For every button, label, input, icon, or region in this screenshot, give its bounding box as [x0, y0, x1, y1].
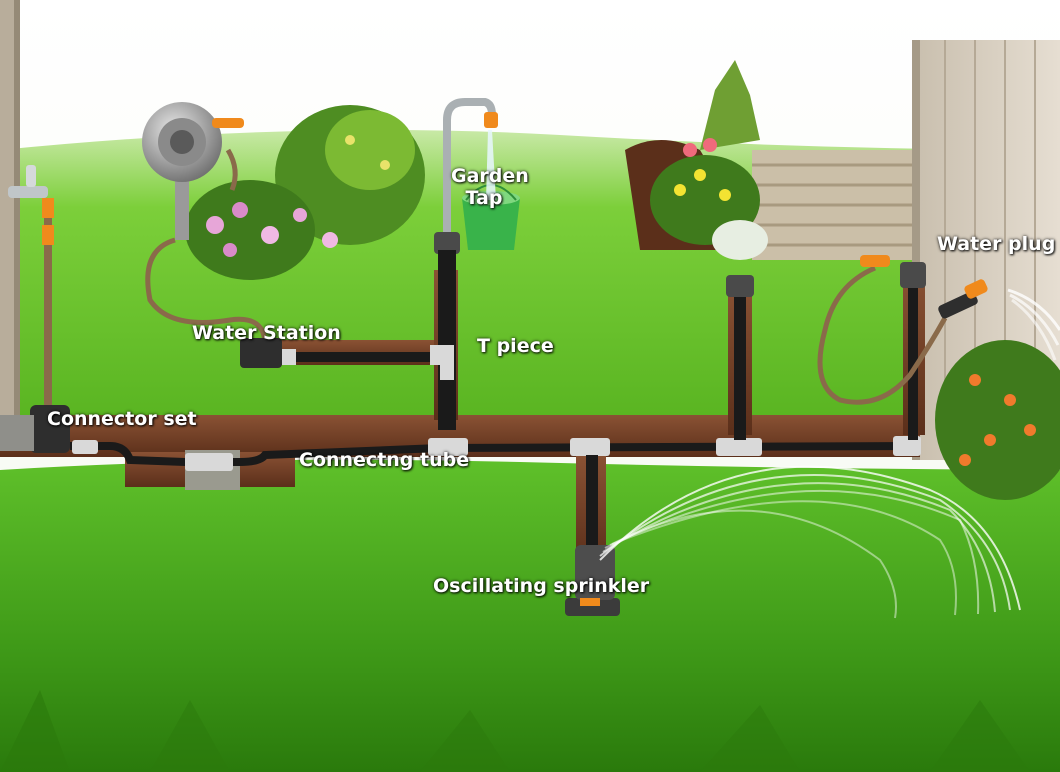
shrub-left — [185, 105, 425, 280]
main-pipe — [70, 436, 921, 471]
grass-tufts — [0, 690, 1030, 772]
oscillating-sprinkler — [565, 465, 1021, 619]
label-connector-set: Connector set — [47, 408, 197, 430]
wooden-deck — [752, 150, 912, 260]
risers — [440, 262, 926, 555]
garden-tap — [434, 98, 498, 430]
label-garden-tap-line1: Garden — [451, 165, 529, 187]
label-water-station: Water Station — [192, 322, 341, 344]
hose-spray-gun — [817, 255, 1060, 405]
label-connecting-tube: Connectng tube — [299, 449, 470, 471]
shrub-bottom-right — [935, 340, 1060, 500]
hose-reel — [142, 102, 268, 346]
flowerbed-right — [625, 60, 768, 260]
label-garden-tap-line2: Tap — [465, 187, 503, 209]
connector-box — [0, 405, 70, 453]
label-water-plug: Water plug — [937, 233, 1056, 255]
wall-tap — [8, 165, 54, 408]
label-garden-tap: Garden Tap — [451, 165, 529, 209]
label-t-piece: T piece — [477, 335, 554, 357]
label-oscillating-sprinkler: Oscillating sprinkler — [433, 575, 650, 597]
